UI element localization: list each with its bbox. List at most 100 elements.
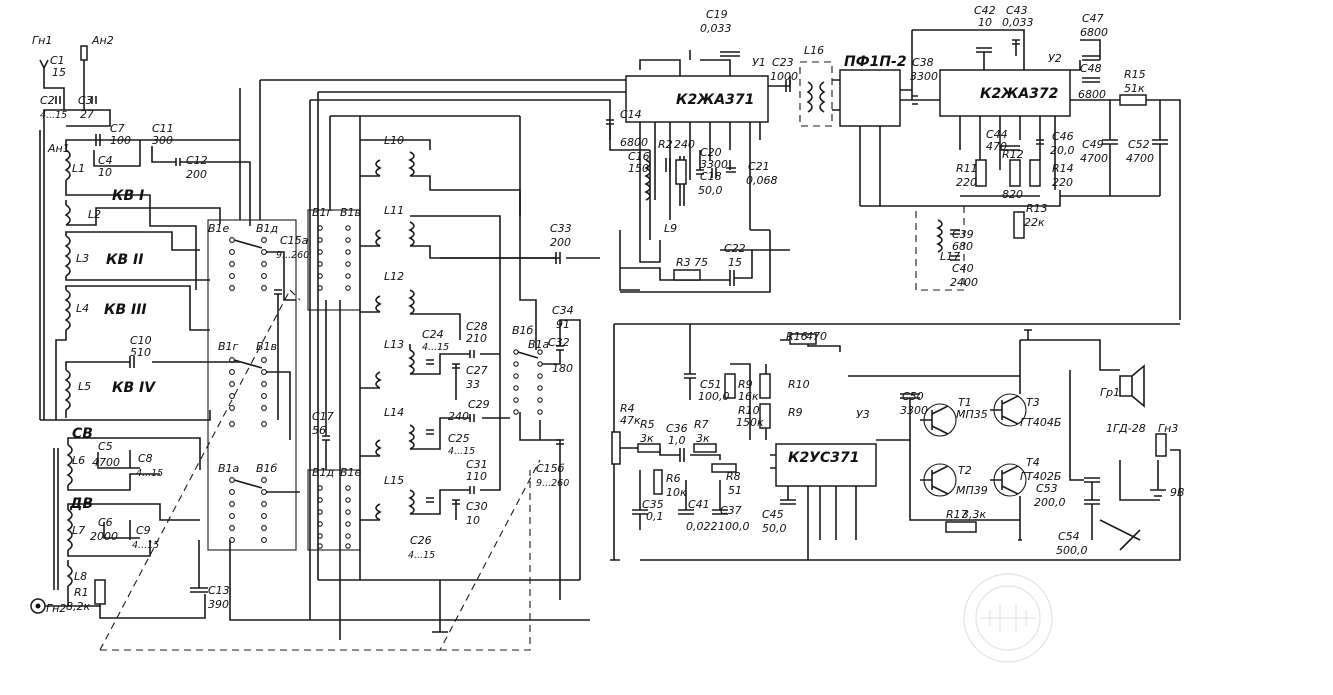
label-c20: C20 (700, 146, 722, 159)
label-r6-value: 10к (666, 486, 687, 499)
label-r3-value: 75 (694, 256, 708, 269)
gang-dashed-right (440, 470, 531, 651)
label-c18: C18 (700, 170, 722, 183)
label-c15a-value: 9...260 (276, 250, 309, 261)
label-c7-value: 100 (110, 134, 131, 147)
label-r5: R5 (640, 418, 655, 431)
l17-tank (915, 205, 965, 291)
label-c24-value: 4...15 (422, 342, 449, 353)
label-c49-value: 4700 (1080, 152, 1108, 165)
label-b1d-mid: B1д (312, 466, 334, 479)
label-r10-side: R10 (788, 378, 810, 391)
antenna-input-section (39, 45, 111, 420)
watermark-logo (963, 573, 1053, 663)
label-c22-value: 15 (728, 256, 742, 269)
label-r7-value: 3к (696, 432, 710, 445)
label-c33: C33 (550, 222, 572, 235)
label-r16-value: 470 (806, 330, 827, 343)
label-c21: C21 (748, 160, 770, 173)
label-c32-value: 180 (552, 362, 573, 375)
label-c8-value: 4...15 (136, 468, 163, 479)
label-r4: R4 (620, 402, 635, 415)
label-c37: C37 (720, 504, 742, 517)
label-b1v-left: B1в (256, 340, 277, 353)
label-c53-value: 200,0 (1034, 496, 1066, 509)
label-c45: C45 (762, 508, 784, 521)
label-an1: Ан1 (47, 142, 70, 155)
label-r13-value: 22к (1024, 216, 1045, 229)
label-c36-value: 1,0 (668, 434, 686, 447)
label-c19-value: 0,033 (700, 22, 732, 35)
label-c27: C27 (466, 364, 488, 377)
label-c39: C39 (952, 228, 974, 241)
label-l8: L8 (74, 570, 87, 583)
label-r16: R16 (786, 330, 808, 343)
label-r10: R10 (738, 404, 760, 417)
label-b1e-mid: B1е (340, 466, 362, 479)
label-c40-value: 2400 (950, 276, 978, 289)
label-r2-value: 240 (674, 138, 695, 151)
label-l2: L2 (88, 208, 101, 221)
label-c45-value: 50,0 (762, 522, 787, 535)
label-b1d-top: B1д (256, 222, 278, 235)
label-c17-value: 56 (312, 424, 326, 437)
label-b1a-right: B1а (528, 338, 550, 351)
label-r14: R14 (1052, 162, 1074, 175)
label-gr1: Гр1 (1100, 386, 1120, 399)
audio-section (610, 323, 1181, 561)
label-gr1-value: 1ГД-28 (1106, 422, 1146, 435)
label-c41-value: 0,022 (686, 520, 718, 533)
label-r5-value: 3к (640, 432, 654, 445)
label-r10-value: 150к (736, 416, 764, 429)
label-l14: L14 (384, 406, 404, 419)
label-c27-value: 33 (466, 378, 480, 391)
label-c11-value: 300 (152, 134, 173, 147)
label-c13-value: 390 (208, 598, 229, 611)
label-c53: C53 (1036, 482, 1058, 495)
label-r15-value: 51к (1124, 82, 1145, 95)
label-c51-value: 100,0 (698, 390, 730, 403)
label-c33-value: 200 (550, 236, 571, 249)
label-c5-value: 4700 (92, 456, 120, 469)
label-l10: L10 (384, 134, 404, 147)
switch-b1-right (432, 116, 600, 633)
label-c48-value: 6800 (1078, 88, 1106, 101)
label-c38: C38 (912, 56, 934, 69)
label-c6-value: 2000 (90, 530, 118, 543)
label-t4-value: ГТ402Б (1020, 470, 1061, 483)
label-r1: R1 (74, 586, 89, 599)
label-l12: L12 (384, 270, 404, 283)
sv-dv-coils (30, 437, 208, 619)
label-c34-value: 91 (556, 318, 570, 331)
label-l7: L7 (72, 524, 85, 537)
label-l5: L5 (78, 380, 91, 393)
label-c26-value: 4...15 (408, 550, 435, 561)
label-b1e-top: B1е (208, 222, 230, 235)
label-r8: R8 (726, 470, 741, 483)
label-kv3: КВ III (104, 302, 147, 318)
label-r15: R15 (1124, 68, 1146, 81)
if-u2-block (860, 29, 1181, 320)
component-labels: Гн1 Ан2 C1 15 C2 4...15 C3 27 Ан1 C7 100… (32, 4, 1185, 615)
label-b1b-right: B1б (512, 324, 534, 337)
label-t2: T2 (958, 464, 972, 477)
label-c19: C19 (706, 8, 728, 21)
label-c31-value: 110 (466, 470, 487, 483)
label-c10-value: 510 (130, 346, 151, 359)
label-c52: C52 (1128, 138, 1150, 151)
label-pf1p2: ПФ1П-2 (844, 54, 907, 70)
label-c6: C6 (98, 516, 113, 529)
label-c23-value: 1000 (770, 70, 798, 83)
label-c44: C44 (986, 128, 1008, 141)
label-t4: T4 (1026, 456, 1040, 469)
label-c2: C2 (40, 94, 55, 107)
label-c40: C40 (952, 262, 974, 275)
label-c25-value: 4...15 (448, 446, 475, 457)
label-r8-value: 51 (728, 484, 742, 497)
label-c37-value: 100,0 (718, 520, 750, 533)
label-r3: R3 (676, 256, 691, 269)
label-r14-value: 220 (1052, 176, 1073, 189)
label-c1-value: 15 (52, 66, 66, 79)
label-c31: C31 (466, 458, 488, 471)
label-c50-value: 3300 (900, 404, 928, 417)
